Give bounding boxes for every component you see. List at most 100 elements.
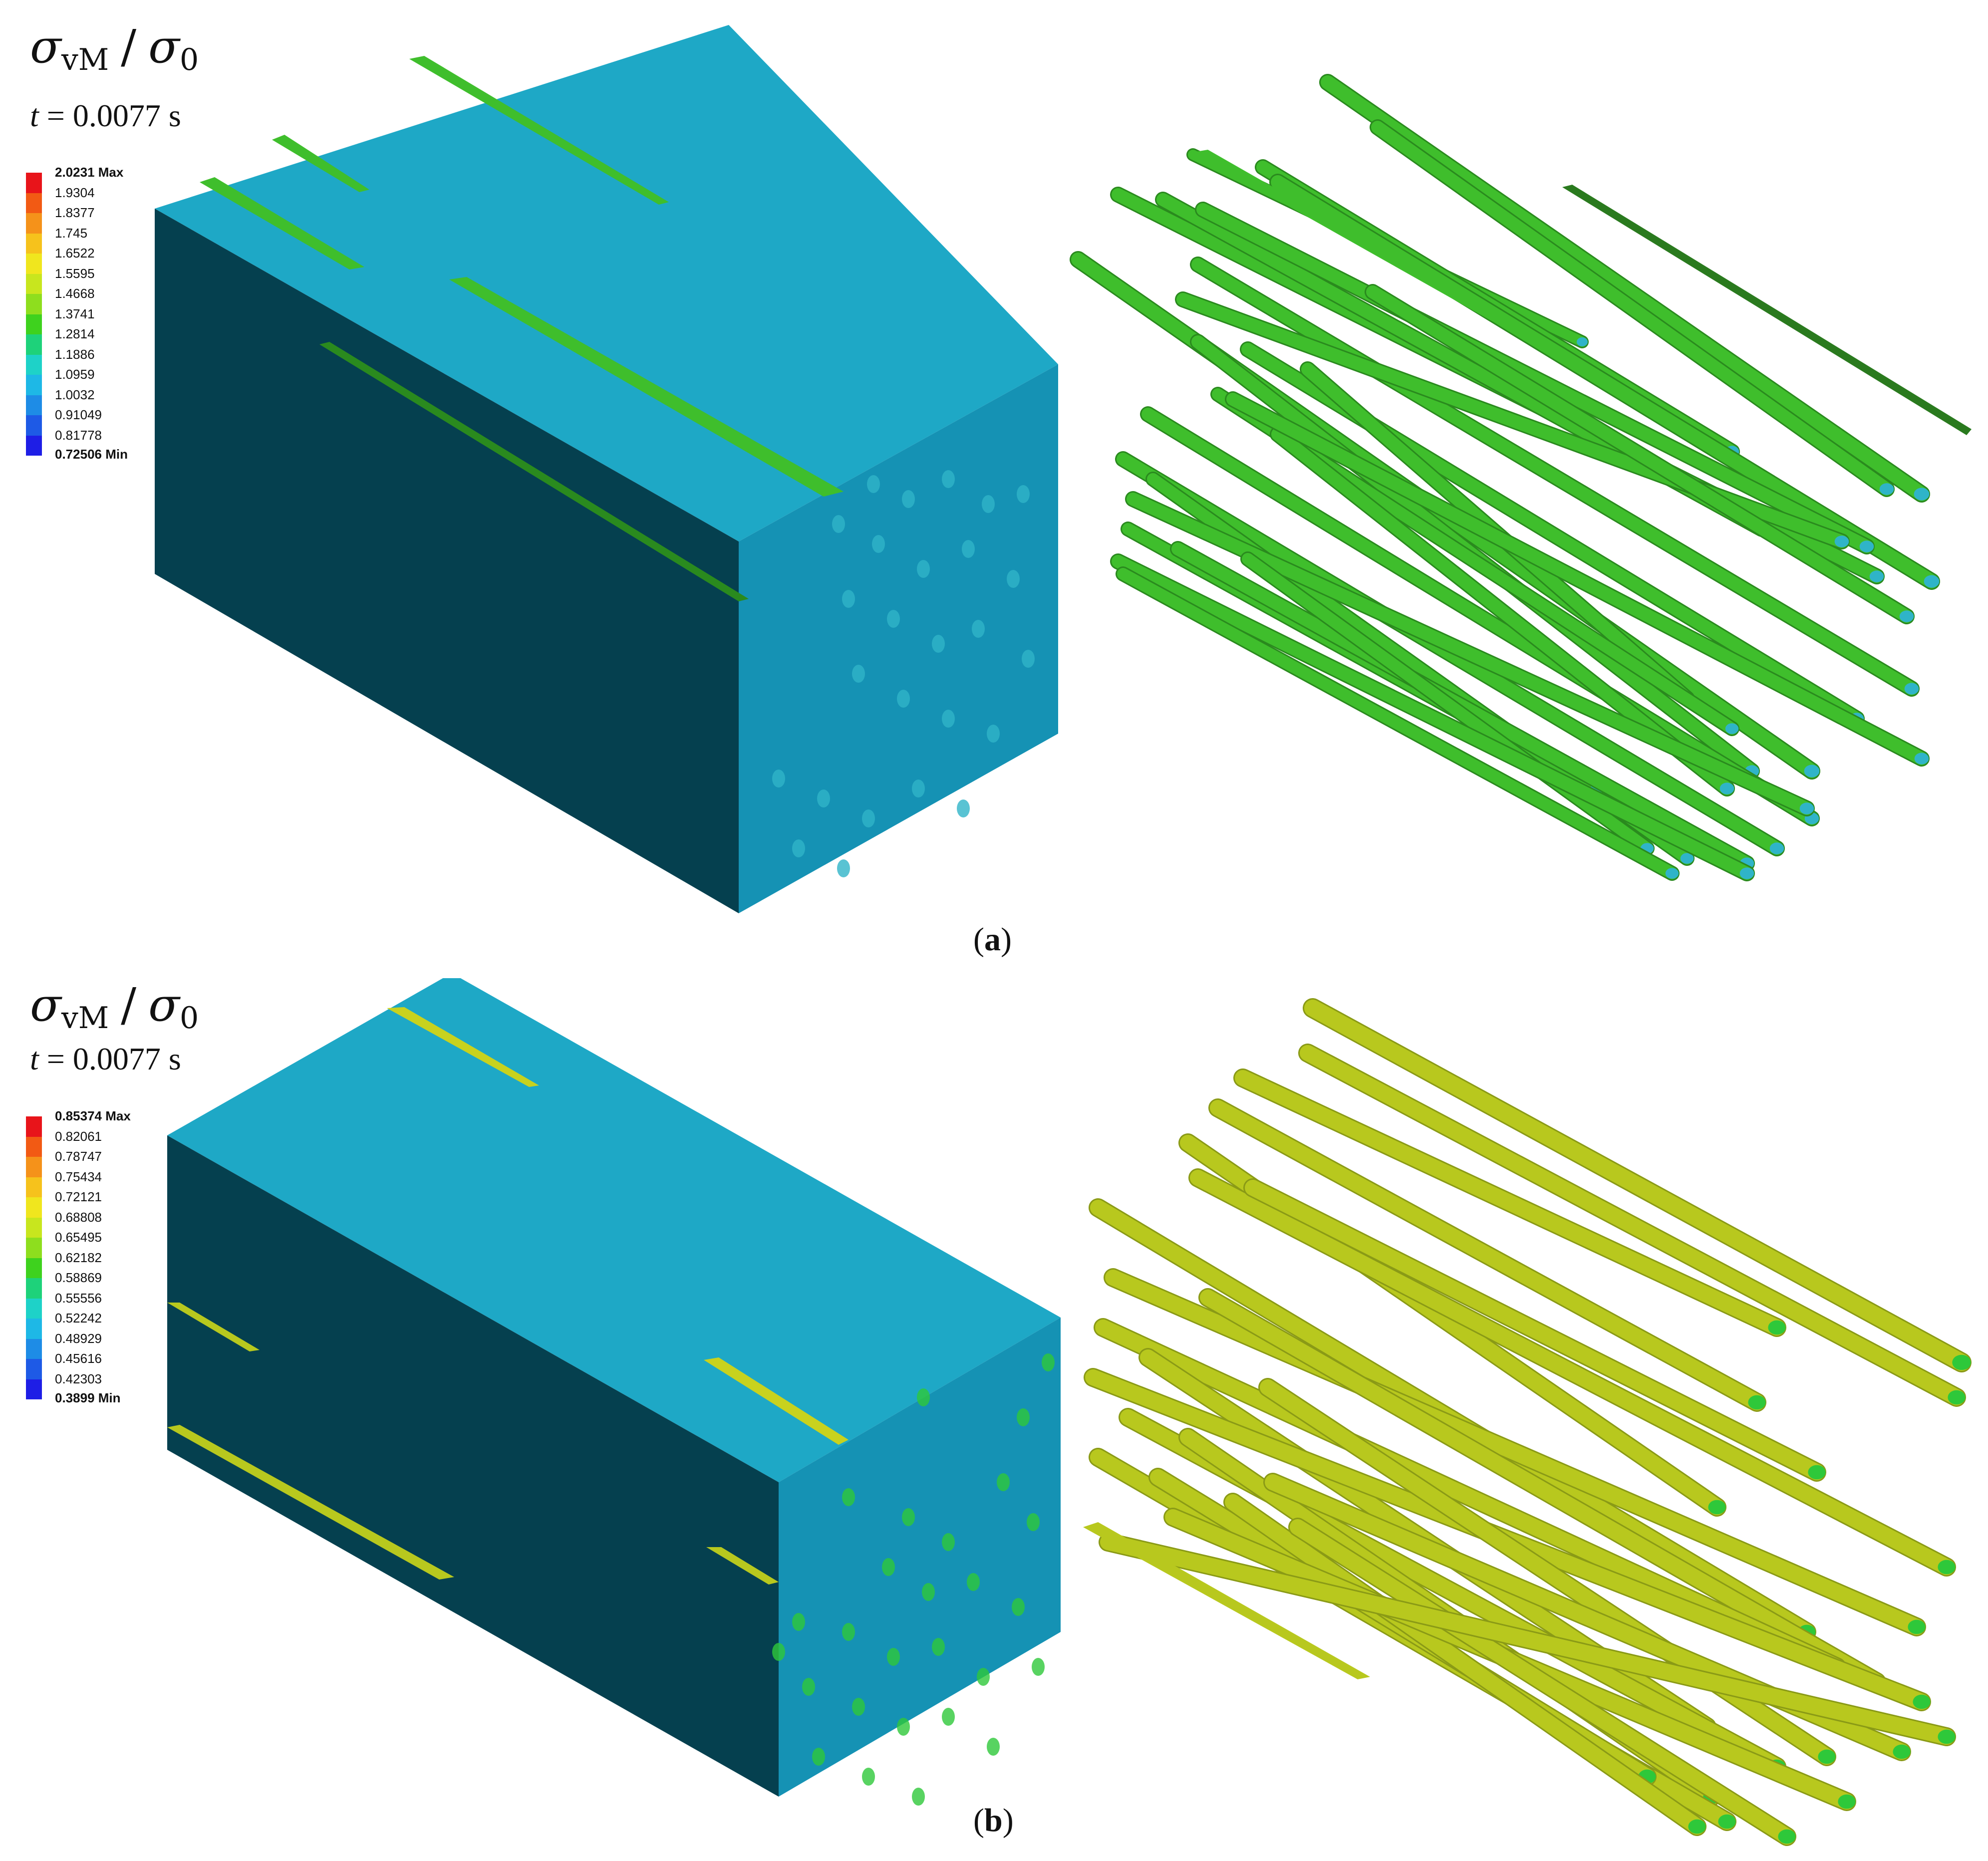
sigma-subscript: vM (61, 1001, 109, 1036)
fiber-tip (1908, 1619, 1926, 1634)
fiber-streak (1083, 1522, 1370, 1679)
fiber-end (942, 470, 955, 488)
fiber-end (792, 839, 805, 857)
fiber-end (852, 665, 865, 683)
fiber-end (862, 1768, 875, 1786)
fiber-end (942, 710, 955, 728)
legend-swatch (26, 1338, 42, 1359)
fiber (1242, 553, 1653, 854)
legend-tick-label: 1.9304 (55, 185, 95, 200)
fiber-tip (1739, 867, 1754, 879)
time-value: = 0.0077 s (38, 1041, 181, 1076)
legend-swatch (26, 354, 42, 375)
fiber-streak (200, 177, 364, 269)
fiber-end (772, 1643, 785, 1661)
legend-swatch (26, 1116, 42, 1137)
fiber-end (1017, 485, 1030, 503)
legend-tick-label: 0.82061 (55, 1128, 102, 1144)
fiber-end (882, 1558, 895, 1576)
fiber (1100, 1534, 1955, 1745)
fiber-end (997, 1473, 1010, 1491)
fiber (1196, 203, 1873, 553)
fiber-end (802, 1678, 815, 1696)
legend-swatch (26, 233, 42, 254)
legend-swatch (26, 254, 42, 274)
fiber (1105, 1270, 1925, 1635)
stress-scene-b (167, 978, 1972, 1846)
quantity-label: σvM/σ0 (30, 20, 199, 77)
legend-max-label: 0.85374 Max (55, 1108, 131, 1123)
fiber-streak (1562, 185, 1972, 435)
fiber (1304, 1000, 1970, 1371)
legend-tick-label: 1.6522 (55, 246, 95, 261)
block-top-face (155, 25, 1058, 541)
legend-swatch (26, 1197, 42, 1218)
fiber-end (1012, 1598, 1025, 1616)
fiber-end (912, 1788, 925, 1806)
fiber-end (837, 859, 850, 877)
slash: / (121, 20, 137, 73)
fiber-end (982, 495, 995, 513)
legend-tick-label: 0.65495 (55, 1230, 102, 1245)
legend-swatch (26, 1258, 42, 1278)
legend-tick-label: 1.0959 (55, 367, 95, 382)
legend-tick-label: 0.48929 (55, 1330, 102, 1346)
fiber-end (902, 1508, 915, 1526)
time-label: t = 0.0077 s (30, 97, 181, 134)
fiber (1191, 258, 1918, 695)
legend-swatch (26, 1379, 42, 1399)
caption-letter: a (984, 921, 1001, 958)
fiber (1127, 493, 1813, 815)
sigma-symbol: σ (148, 20, 180, 73)
fiber-streak (1193, 150, 1587, 369)
fiber-end (832, 515, 845, 533)
fiber (1210, 1100, 1765, 1410)
fiber (1112, 555, 1753, 880)
legend-min-label: 0.3899 Min (55, 1390, 121, 1405)
fiber (1225, 1494, 1705, 1835)
fiber-tip (1899, 610, 1914, 622)
fiber (1245, 1180, 1825, 1480)
fiber-end (887, 610, 900, 628)
legend-swatch (26, 1359, 42, 1379)
fiber-tip (1834, 535, 1849, 547)
fiber-tip (1869, 570, 1884, 582)
legend-swatch (26, 415, 42, 436)
legend-swatch (26, 1217, 42, 1238)
sigma-subscript: vM (61, 42, 109, 77)
caption-paren: ) (1000, 921, 1012, 958)
caption-paren: ) (1002, 1802, 1014, 1839)
legend-tick-label: 0.81778 (55, 427, 102, 443)
fiber (1290, 1519, 1795, 1845)
fiber (1235, 1070, 1785, 1335)
fiber-tip (1718, 1814, 1736, 1829)
block-side-face (779, 1318, 1061, 1797)
fiber-end (932, 635, 945, 653)
fiber-end (1017, 1408, 1030, 1426)
fiber-end (897, 690, 910, 708)
legend-swatch (26, 213, 42, 234)
legend-swatch (26, 314, 42, 334)
fiber-end (867, 475, 880, 493)
legend-swatch (26, 193, 42, 213)
fiber-end (902, 490, 915, 508)
fiber-tip (1769, 842, 1784, 854)
legend-tick-label: 1.4668 (55, 286, 95, 301)
legend-tick-label: 0.42303 (55, 1371, 102, 1386)
fiber-end (1007, 570, 1020, 588)
block-front-face (155, 209, 739, 913)
sigma-subscript: 0 (179, 42, 199, 77)
legend-swatch (26, 1136, 42, 1157)
fiber-end (862, 809, 875, 827)
fiber-end (842, 1488, 855, 1506)
fiber-tip (1799, 802, 1814, 814)
caption-paren: ( (973, 1802, 984, 1839)
legend-swatch (26, 173, 42, 193)
legend-swatch (26, 1177, 42, 1197)
fiber-streak (387, 1007, 539, 1087)
legend-swatch (26, 334, 42, 355)
fiber-tip (1680, 853, 1694, 864)
fiber-tip (1804, 765, 1820, 778)
fiber-streak (167, 1425, 454, 1580)
